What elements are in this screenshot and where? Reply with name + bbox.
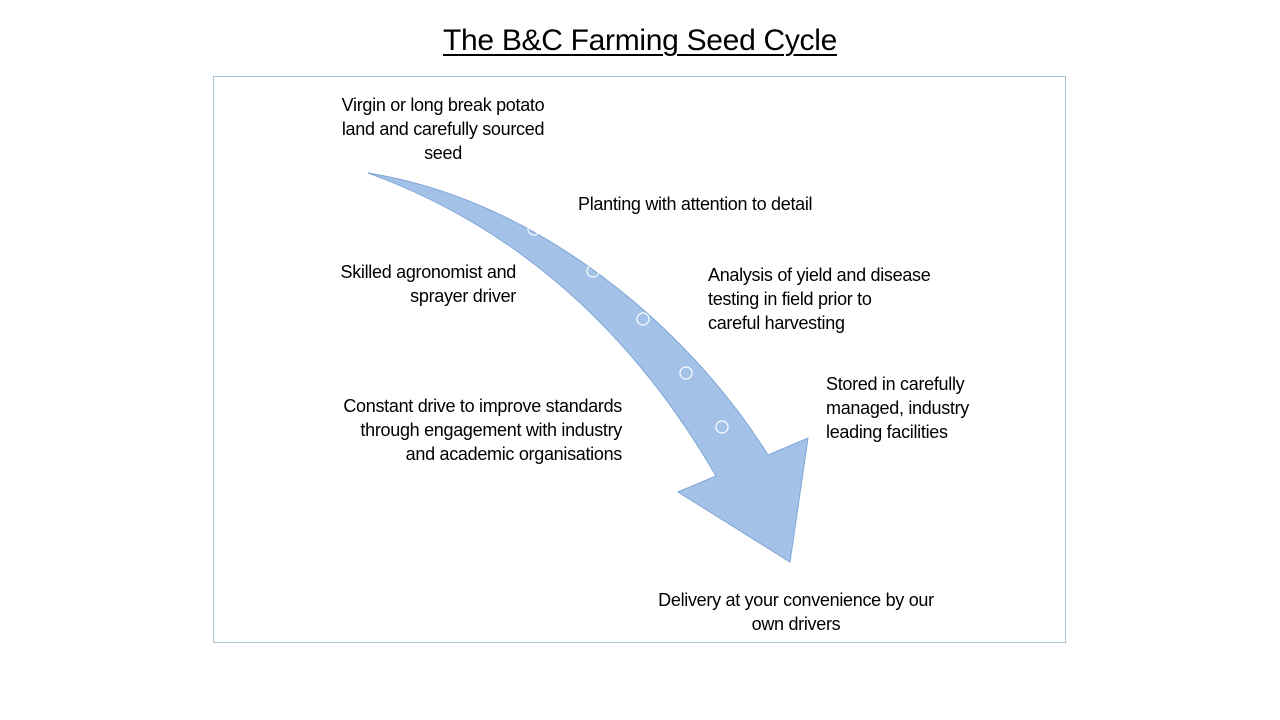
label-standards: Constant drive to improve standards thro… (343, 396, 622, 464)
label-agronomist: Skilled agronomist and sprayer driver (340, 262, 516, 306)
label-yield-analysis: Analysis of yield and disease testing in… (708, 265, 931, 333)
arrow-node-1 (527, 222, 541, 236)
curved-arrow-shape (367, 172, 809, 563)
label-storage: Stored in carefully managed, industry le… (826, 374, 969, 442)
arrow-node-2 (586, 264, 600, 278)
label-planting: Planting with attention to detail (578, 194, 813, 214)
label-delivery: Delivery at your convenience by our own … (658, 590, 934, 634)
arrow-node-3 (636, 312, 650, 326)
arrow-node-4 (679, 366, 693, 380)
arrow-node-5 (715, 420, 729, 434)
label-land-and-seed: Virgin or long break potato land and car… (341, 95, 545, 163)
diagram-frame (213, 76, 1066, 643)
page-title: The B&C Farming Seed Cycle (442, 24, 838, 57)
